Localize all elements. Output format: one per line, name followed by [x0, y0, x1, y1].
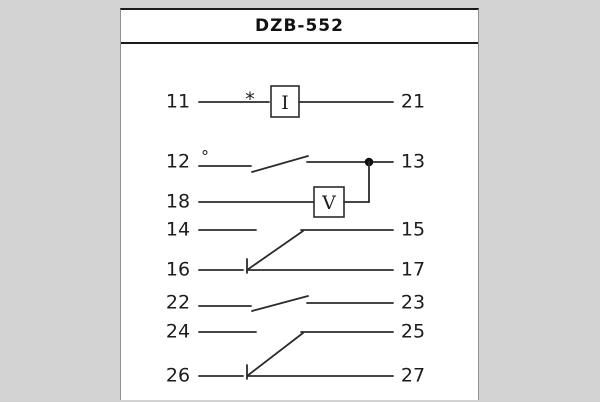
- voltage-element-row: [198, 161, 370, 218]
- contact-12-13: [198, 155, 394, 173]
- terminal-27: 27: [400, 364, 426, 387]
- terminal-21: 21: [400, 90, 426, 113]
- terminal-16: 16: [165, 258, 191, 281]
- changeover-14-15-16-17: [198, 229, 394, 274]
- terminal-18: 18: [165, 190, 191, 213]
- terminal-17: 17: [400, 258, 426, 281]
- junction-dot: [364, 157, 374, 167]
- voltage-element-label: V: [321, 192, 336, 214]
- terminal-26: 26: [165, 364, 191, 387]
- terminal-11: 11: [165, 90, 191, 113]
- terminal-12: 12: [165, 150, 191, 173]
- title-bar: DZB-552: [121, 10, 478, 44]
- current-element-row: [198, 85, 394, 118]
- contact-22-23: [198, 295, 394, 312]
- terminal-23: 23: [400, 291, 426, 314]
- circle-marker: °: [201, 147, 209, 166]
- terminal-22: 22: [165, 291, 191, 314]
- relay-terminal-panel: DZB-552 I V: [120, 8, 479, 400]
- current-element-label: I: [281, 92, 289, 114]
- terminal-13: 13: [400, 150, 426, 173]
- panel-title: DZB-552: [255, 16, 344, 36]
- terminal-15: 15: [400, 218, 426, 241]
- changeover-24-25-26-27: [198, 331, 394, 380]
- terminal-14: 14: [165, 218, 191, 241]
- terminal-25: 25: [400, 320, 426, 343]
- terminal-24: 24: [165, 320, 191, 343]
- asterisk-marker: *: [245, 88, 255, 111]
